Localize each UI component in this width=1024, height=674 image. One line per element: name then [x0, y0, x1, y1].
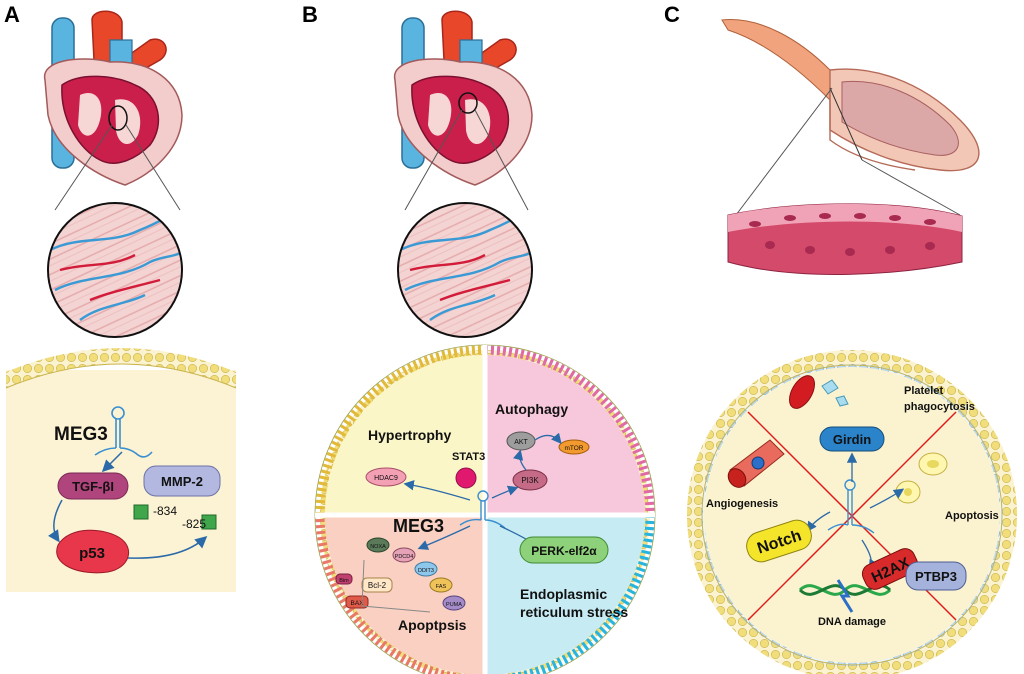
autophagy-label: Autophagy — [495, 401, 568, 417]
ddit3-label: DDIT3 — [418, 568, 434, 574]
mtor-label: mTOR — [564, 445, 583, 452]
panel-b: B — [302, 2, 656, 674]
hypertrophy-label: Hypertrophy — [368, 427, 451, 443]
mmp2-label: MMP-2 — [161, 474, 203, 489]
arrow-meg3-tgf — [101, 451, 123, 473]
rna-hairpin-a — [94, 406, 153, 458]
noxa-label: NOXA — [370, 544, 386, 550]
arrow-meg3-apoptosis — [417, 525, 471, 550]
heart-illustration-b — [394, 10, 533, 186]
girdin-protein: Girdin — [819, 426, 885, 452]
arrow-meg3-pi3k — [491, 485, 519, 499]
meg3-label-b: MEG3 — [393, 516, 444, 536]
perk-protein: PERK-elf2α — [519, 536, 609, 564]
panel-c-letter: C — [664, 2, 680, 27]
arrow-p53-site — [127, 536, 208, 559]
arrow-meg3-hdac9 — [403, 480, 471, 501]
angiogenesis-icon — [727, 439, 785, 488]
arrow-apoptosis-c — [869, 488, 905, 509]
hdac9-label: HDAC9 — [374, 475, 398, 482]
notch-protein: Notch — [746, 519, 812, 563]
panel-a: A — [4, 2, 237, 592]
mmp2-protein: MMP-2 — [143, 465, 221, 497]
pdcd4-label: PDCD4 — [395, 554, 414, 560]
er-stress-label-2: reticulum stress — [520, 604, 628, 620]
vessel-illustration — [721, 19, 980, 172]
perk-label: PERK-elf2α — [531, 544, 597, 558]
akt-protein: AKT — [506, 431, 536, 451]
girdin-label: Girdin — [833, 432, 871, 447]
meg3-label-a: MEG3 — [54, 424, 108, 445]
site-square-2 — [201, 514, 217, 530]
arrow-tgf-p53 — [48, 499, 63, 543]
panel-a-letter: A — [4, 2, 20, 27]
arrow-pi3k-akt — [513, 449, 527, 471]
pi3k-protein: PI3K — [512, 469, 548, 491]
apoptosis-proteins: Bcl-2 BAX Bim NOXA PDCD4 DDIT3 FAS PUMA — [335, 537, 466, 613]
bcl2-label: Bcl-2 — [368, 581, 387, 590]
p53-label: p53 — [79, 545, 105, 562]
tissue-circle-a — [47, 202, 183, 338]
platelet-label-1: Platelet — [904, 385, 943, 397]
puma-label: PUMA — [446, 602, 462, 608]
hdac9-protein: HDAC9 — [365, 467, 407, 487]
p53-protein: p53 — [56, 529, 130, 574]
platelet-label-2: phagocytosis — [904, 401, 975, 413]
arrow-akt-mtor — [534, 432, 562, 444]
dna-damage-label: DNA damage — [818, 616, 886, 628]
akt-label: AKT — [514, 439, 528, 446]
ptbp3-label: PTBP3 — [915, 569, 957, 584]
site-square-1 — [133, 504, 149, 520]
stat3-ball — [455, 467, 477, 489]
ptbp3-protein: PTBP3 — [905, 561, 967, 591]
mtor-protein: mTOR — [558, 439, 590, 455]
panel-b-letter: B — [302, 2, 318, 27]
site-825-label: -825 — [182, 517, 206, 531]
tissue-circle-b — [397, 202, 533, 338]
bim-label: Bim — [339, 578, 349, 584]
tgf-label: TGF-βI — [72, 479, 114, 494]
stat3-label: STAT3 — [452, 451, 485, 463]
fas-label: FAS — [436, 584, 447, 590]
site-834-label: -834 — [153, 504, 177, 518]
platelet-icons — [789, 375, 849, 409]
panel-c: C — [664, 2, 1017, 674]
apoptosis-label-b: Apoptpsis — [398, 617, 467, 633]
tgf-protein: TGF-βI — [57, 472, 129, 500]
apoptosis-label-c: Apoptosis — [945, 510, 999, 522]
bax-label: BAX — [350, 600, 364, 607]
rna-hairpin-b — [459, 490, 506, 529]
angiogenesis-label: Angiogenesis — [706, 498, 778, 510]
heart-illustration-a — [44, 10, 183, 186]
pi3k-label: PI3K — [521, 476, 539, 485]
rna-hairpin-c — [827, 479, 875, 534]
endothelium-slab — [727, 203, 963, 276]
er-stress-label-1: Endoplasmic — [520, 586, 607, 602]
